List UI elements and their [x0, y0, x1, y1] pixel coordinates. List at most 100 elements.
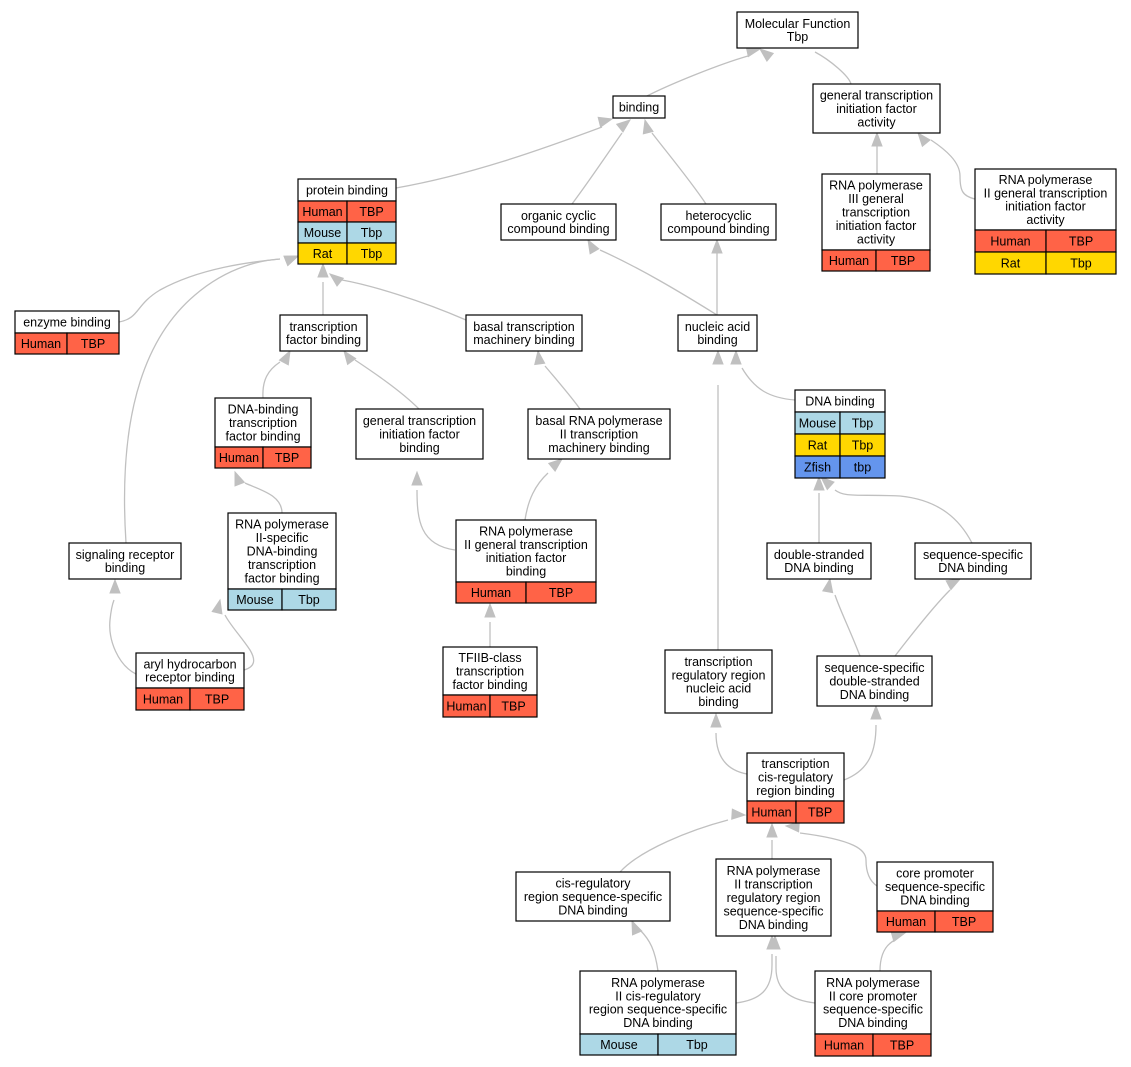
node-box: [816, 655, 933, 707]
species-cell: Human: [446, 700, 486, 714]
gene-cell: TBP: [275, 451, 299, 465]
node-label-line: II transcription: [734, 878, 813, 892]
node-label-line: compound binding: [507, 222, 609, 236]
edge-line: [354, 359, 420, 410]
gene-cell-bg: [262, 446, 312, 469]
node-box: [515, 871, 671, 922]
node-label-line: DNA binding: [838, 1016, 908, 1030]
node-box: [214, 397, 312, 448]
node-label-line: signaling receptor: [76, 548, 175, 562]
arrowhead: [758, 48, 775, 62]
node-label-line: heterocyclic: [686, 209, 752, 223]
arrowhead: [411, 470, 423, 486]
arrowhead: [917, 131, 931, 148]
species-cell: Zfish: [804, 461, 831, 475]
node-label-line: double-stranded: [829, 675, 919, 689]
node-box: [677, 314, 758, 352]
gene-cell-bg: [839, 455, 886, 479]
node-label-line: II general transcription: [984, 186, 1108, 200]
node-label-line: RNA polymerase: [611, 976, 705, 990]
species-cell: Human: [21, 337, 61, 351]
node-label-line: binding: [619, 101, 659, 115]
node-label-line: basal transcription: [473, 320, 574, 334]
arrowhead: [871, 131, 883, 147]
species-cell: Human: [471, 586, 511, 600]
gene-cell-bg: [489, 694, 538, 718]
node-box: [612, 95, 666, 119]
node-label-line: DNA binding: [623, 1016, 693, 1030]
gene-cell-bg: [189, 687, 245, 711]
edge-line: [814, 51, 852, 85]
node-label-line: RNA polymerase: [829, 179, 923, 193]
node-label-line: RNA polymerase: [999, 173, 1093, 187]
node-label-line: DNA-binding: [228, 403, 299, 417]
node-label-line: regulatory region: [727, 891, 821, 905]
node-label-line: DNA binding: [938, 561, 1008, 575]
edges-layer: [109, 46, 976, 1004]
arrowhead: [597, 116, 614, 128]
node-label-line: initiation factor: [836, 102, 917, 116]
go-term-node-rnap2-dbtf[interactable]: RNA polymeraseII-specificDNA-bindingtran…: [227, 512, 337, 611]
node-label-line: general transcription: [363, 414, 476, 428]
gene-cell-bg: [346, 242, 397, 265]
gene-cell: TBP: [952, 915, 976, 929]
node-label-line: machinery binding: [473, 333, 574, 347]
node-box: [68, 542, 182, 580]
node-label-line: initiation factor: [1005, 200, 1086, 214]
node-label-line: initiation factor: [836, 219, 917, 233]
go-term-node-binding[interactable]: binding: [612, 95, 666, 119]
node-label-line: receptor binding: [145, 671, 235, 685]
species-cell: Human: [751, 806, 791, 820]
edge-line: [118, 258, 281, 323]
arrowhead: [587, 238, 600, 255]
arrowhead: [813, 475, 825, 491]
gene-cell: tbp: [854, 461, 871, 475]
edge-line: [799, 832, 878, 887]
node-label-line: TFIIB-class: [458, 651, 521, 665]
gene-cell-bg: [872, 1033, 932, 1057]
edge-line: [123, 258, 281, 544]
edge-line: [109, 599, 137, 675]
species-cell: Rat: [808, 439, 828, 453]
species-cell: Human: [990, 235, 1030, 249]
gene-cell: Tbp: [361, 247, 383, 261]
node-label-line: sequence-specific: [923, 548, 1023, 562]
edge-line: [416, 489, 456, 551]
gene-cell: TBP: [808, 806, 832, 820]
node-label-line: DNA binding: [739, 918, 809, 932]
gene-cell-bg: [1045, 251, 1117, 275]
node-label-line: DNA binding: [805, 395, 875, 409]
node-label-line: III general: [848, 192, 904, 206]
species-cell: Mouse: [236, 593, 274, 607]
